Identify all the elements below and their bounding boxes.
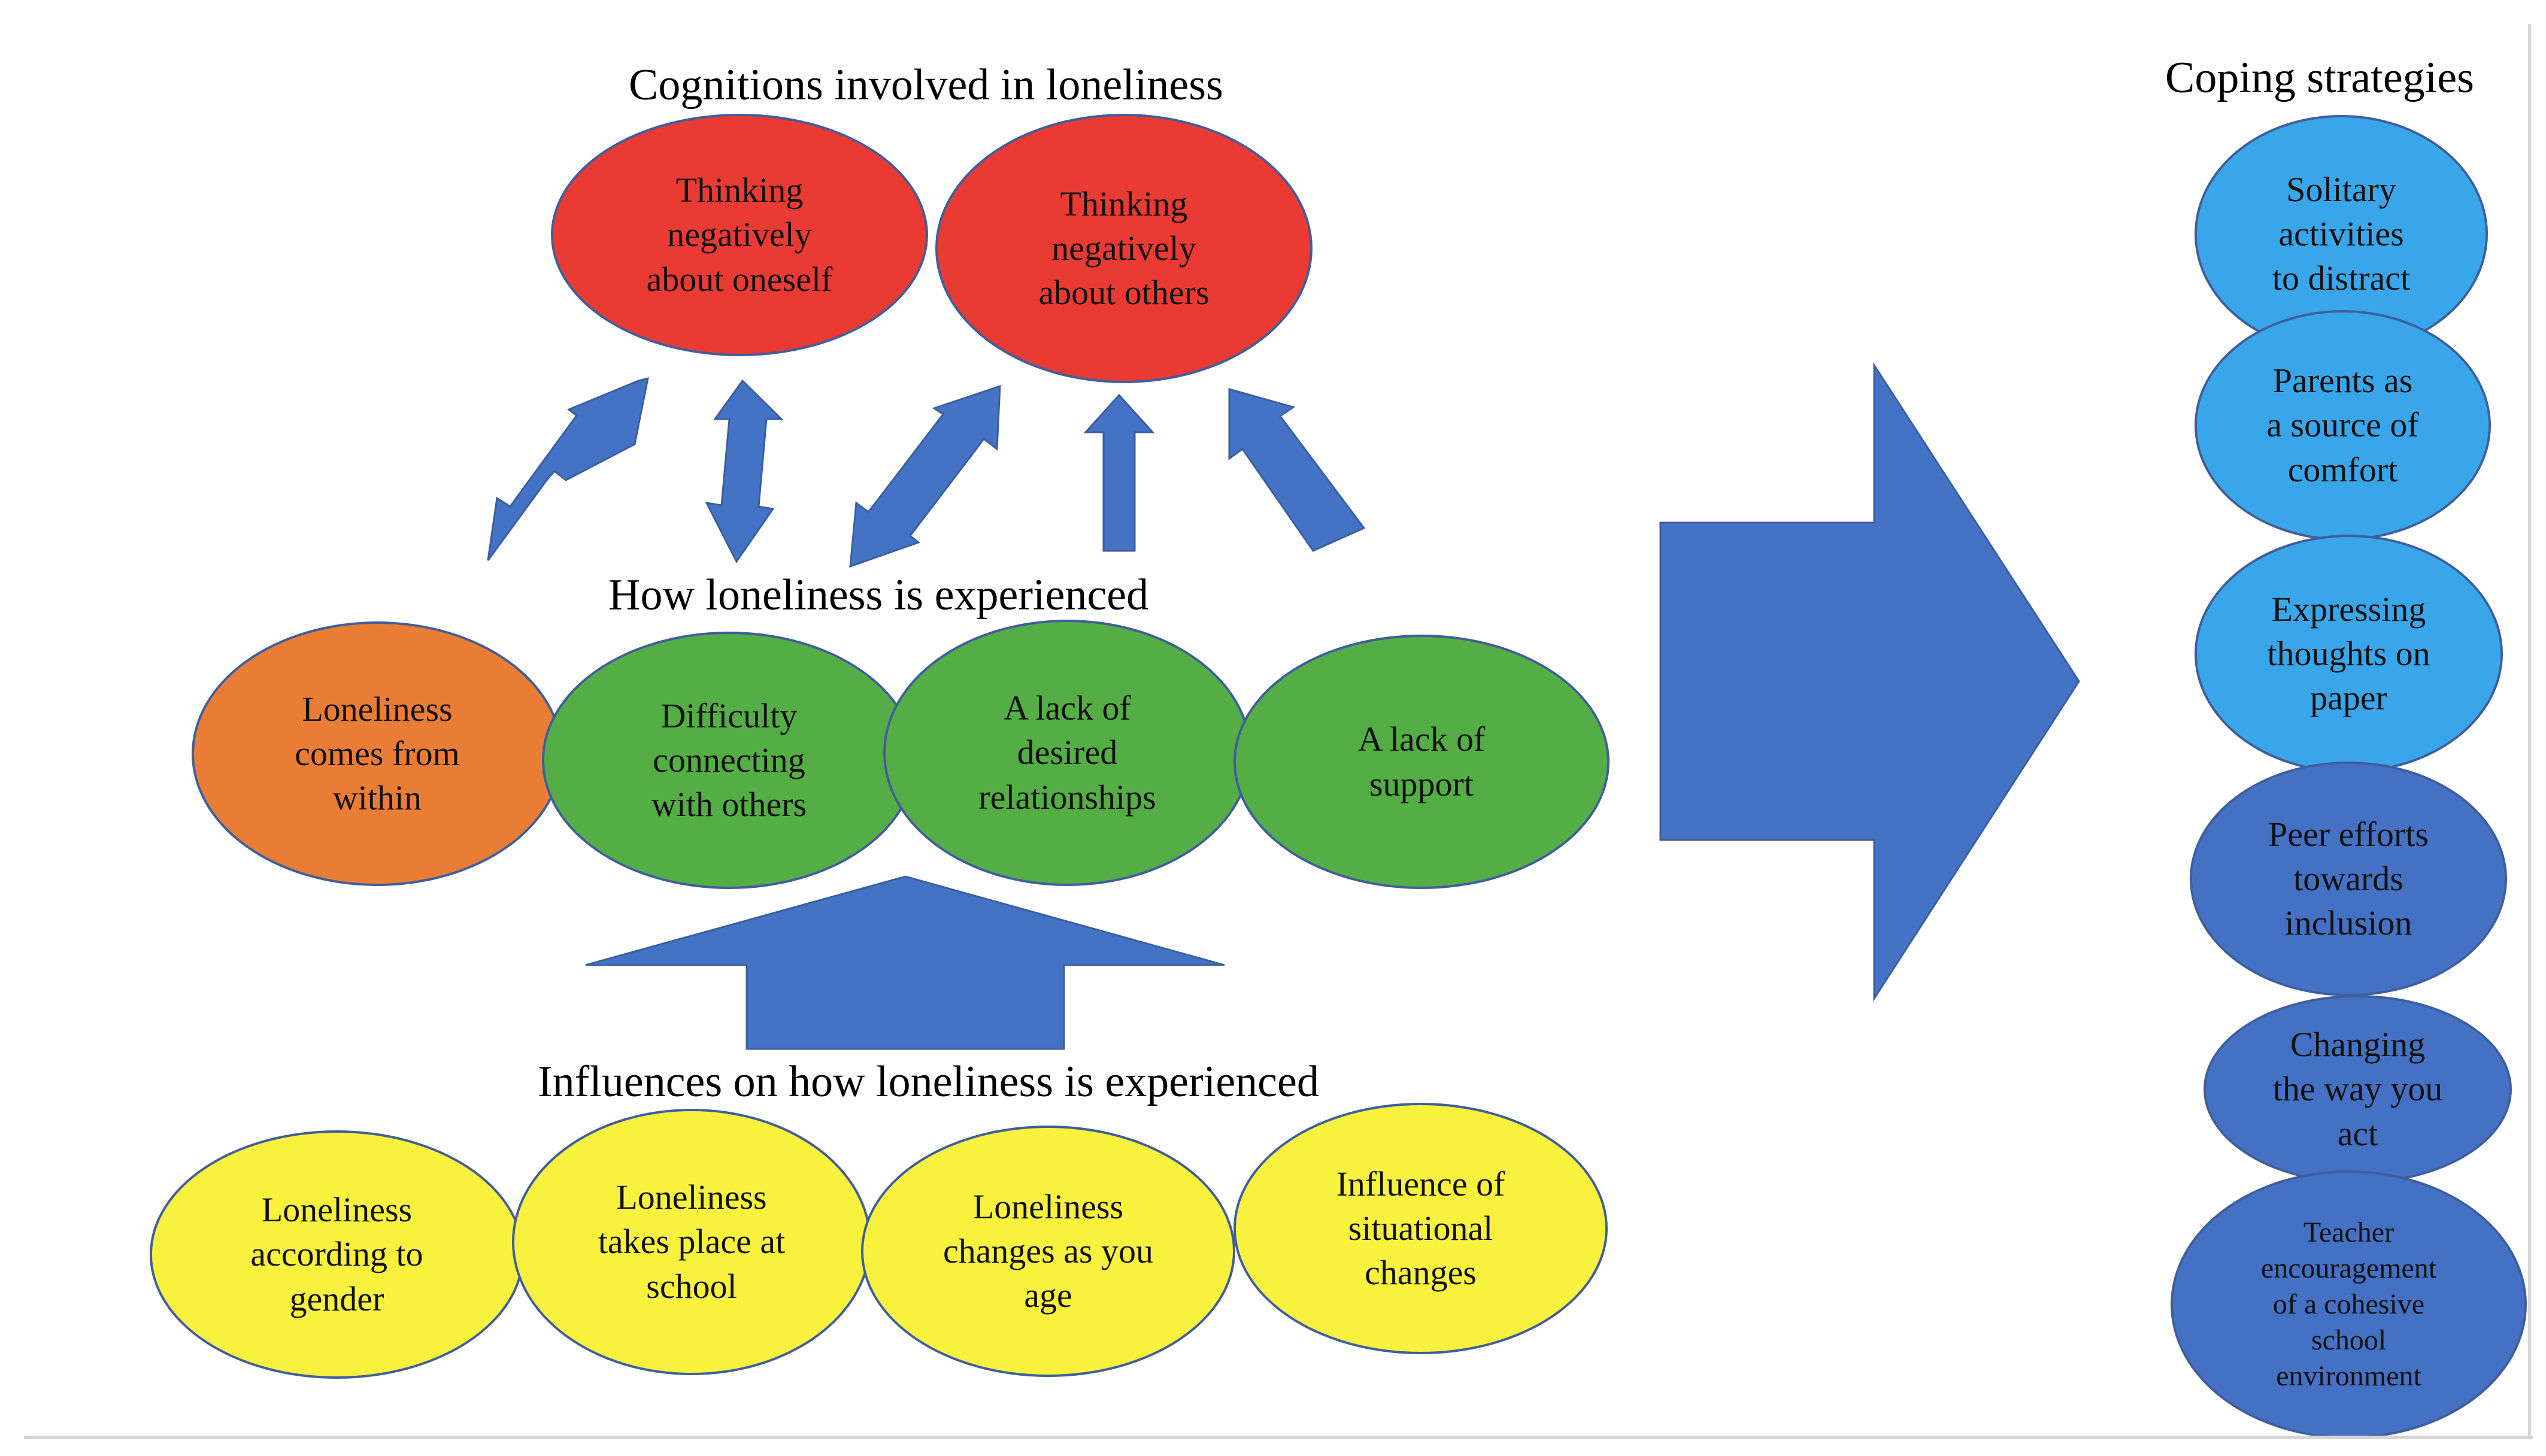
node-changing-way-act: Changing the way you act (2203, 995, 2512, 1184)
node-situational-changes: Influence of situational changes (1233, 1103, 1608, 1354)
node-teacher-encouragement: Teacher encouragement of a cohesive scho… (2171, 1170, 2527, 1439)
coping-title: Coping strategies (2165, 53, 2474, 102)
node-loneliness-from-within: Loneliness comes from within (192, 621, 563, 886)
cognitions-title: Cognitions involved in loneliness (629, 60, 1223, 110)
node-thinking-negatively-others: Thinking negatively about others (935, 114, 1313, 383)
double-arrow-left (487, 377, 649, 561)
big-right-arrow (1659, 362, 2080, 1002)
node-lack-desired-relationships: A lack of desired relationships (883, 620, 1251, 886)
node-expressing-thoughts: Expressing thoughts on paper (2195, 535, 2503, 773)
node-lack-of-support: A lack of support (1233, 635, 1610, 889)
double-arrow-right (849, 384, 1001, 568)
experienced-title: How loneliness is experienced (608, 571, 1149, 620)
right-border-line (2528, 24, 2531, 1439)
node-loneliness-school: Loneliness takes place at school (512, 1109, 871, 1375)
node-difficulty-connecting: Difficulty connecting with others (542, 632, 916, 889)
big-up-arrow (585, 875, 1225, 1050)
node-parents-comfort: Parents as a source of comfort (2195, 310, 2491, 541)
node-peer-efforts: Peer efforts towards inclusion (2190, 762, 2507, 996)
up-arrow-center (1083, 393, 1155, 552)
double-arrows (487, 377, 1001, 568)
node-loneliness-gender: Loneliness according to gender (150, 1130, 524, 1379)
node-loneliness-age: Loneliness changes as you age (861, 1126, 1235, 1377)
up-left-arrow (1228, 388, 1366, 552)
double-arrow-vertical (705, 379, 784, 563)
influences-title: Influences on how loneliness is experien… (538, 1057, 1319, 1106)
bottom-border-line (24, 1436, 2533, 1439)
node-thinking-negatively-oneself: Thinking negatively about oneself (551, 114, 928, 356)
